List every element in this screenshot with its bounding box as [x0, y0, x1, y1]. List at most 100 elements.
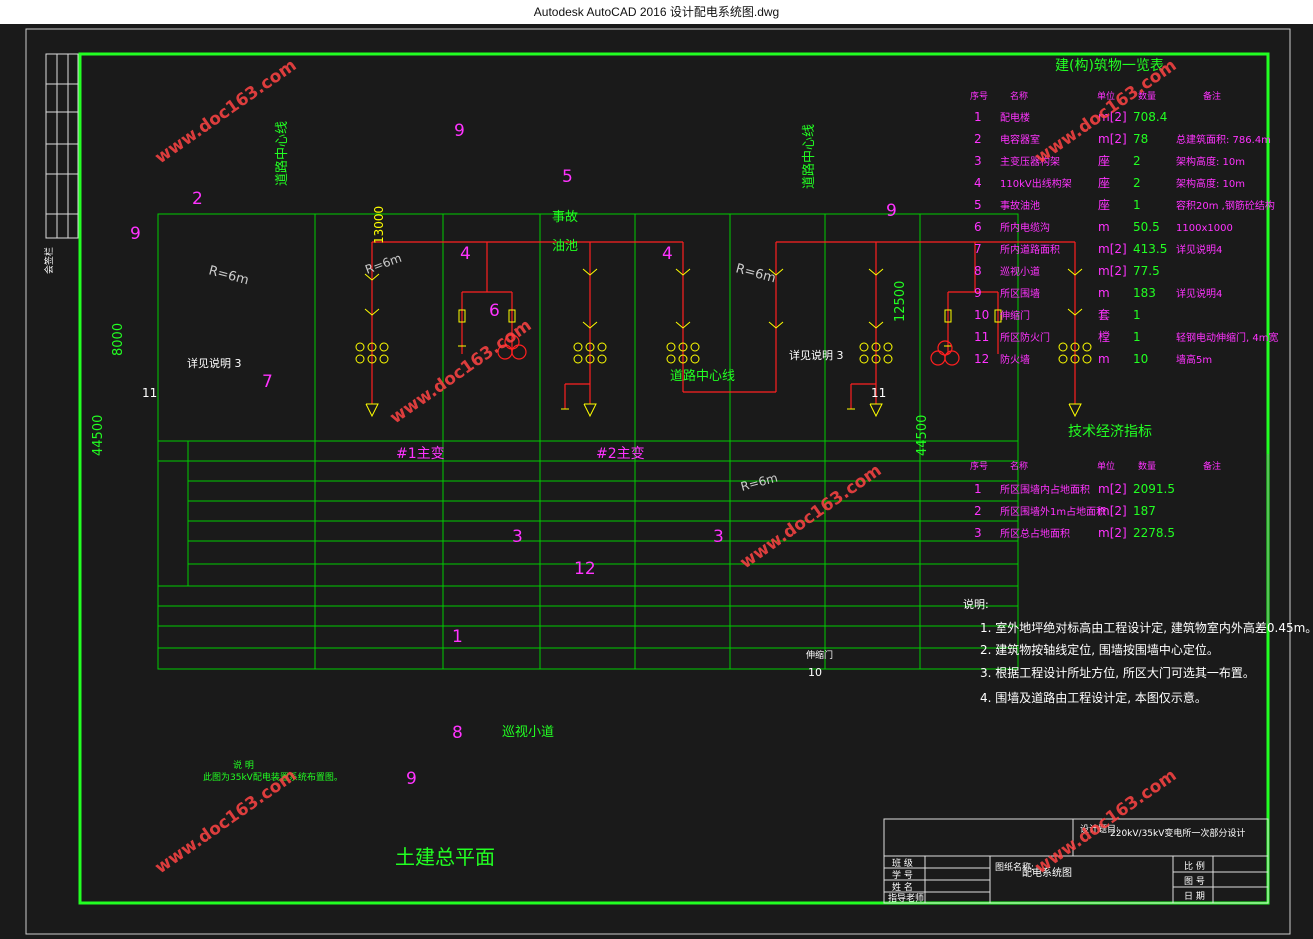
- switchgear-symbols: [355, 268, 1092, 418]
- buildings-cell: 11: [974, 330, 989, 344]
- radius-label-1: R=6m: [207, 263, 250, 288]
- tb-left-3: 指导老师: [888, 892, 924, 904]
- project-label: 设计题目:: [1080, 823, 1119, 835]
- num-7: 7: [262, 372, 273, 392]
- tech-cell: 3: [974, 526, 982, 540]
- buildings-cell: 座: [1098, 197, 1110, 212]
- tech-cell: 所区总占地面积: [1000, 527, 1070, 540]
- buildings-header-1: 名称: [1010, 90, 1028, 102]
- buildings-cell: 2: [1133, 154, 1141, 168]
- num-9b: 9: [130, 224, 141, 244]
- buildings-cell: m[2]: [1098, 132, 1127, 146]
- buildings-cell: 所区围墙: [1000, 287, 1040, 300]
- title-block: 设计题目: 220kV/35kV变电所一次部分设计 图纸名称: 配电系统图 班 …: [883, 818, 1269, 904]
- tb-left-1: 学 号: [892, 869, 913, 881]
- tech-cell: 2: [974, 504, 982, 518]
- accident-pool-label-2: 油池: [552, 239, 578, 254]
- buildings-cell: 110kV出线构架: [1000, 177, 1072, 190]
- buildings-cell: 1: [1133, 308, 1141, 322]
- transformer-2-label: #2主变: [596, 446, 645, 462]
- drawing-name: 配电系统图: [1022, 866, 1072, 879]
- drawing-label: 图纸名称:: [995, 861, 1034, 873]
- note-1: 1. 室外地坪绝对标高由工程设计定, 建筑物室内外高差0.45m。: [980, 620, 1313, 635]
- accident-pool-label-1: 事故: [552, 210, 578, 225]
- buildings-cell: 10: [1133, 352, 1148, 366]
- buildings-cell: 所区防火门: [1000, 331, 1050, 344]
- num-3a: 3: [512, 527, 523, 547]
- buildings-cell: 4: [974, 176, 982, 190]
- buildings-cell: 6: [974, 220, 982, 234]
- tech-table-title: 技术经济指标: [1068, 424, 1152, 440]
- buildings-cell: 77.5: [1133, 264, 1160, 278]
- window-title: Autodesk AutoCAD 2016 设计配电系统图.dwg: [533, 5, 780, 19]
- buildings-cell: 电容器室: [1000, 133, 1040, 146]
- buildings-cell: 50.5: [1133, 220, 1160, 234]
- buildings-header-2: 单位: [1097, 90, 1115, 102]
- radius-label-2: R=6m: [363, 251, 403, 277]
- tech-cell: 2278.5: [1133, 526, 1175, 540]
- num-8: 8: [452, 723, 463, 743]
- buildings-cell: 所内电缆沟: [1000, 221, 1050, 234]
- buildings-cell: 主变压器构架: [1000, 155, 1060, 168]
- buildings-cell: m: [1098, 352, 1110, 366]
- sign-strip-label: 会签栏: [43, 247, 55, 274]
- tech-header-3: 数量: [1138, 460, 1156, 472]
- tech-header-4: 备注: [1203, 460, 1221, 472]
- buildings-table-title: 建(构)筑物一览表: [1055, 58, 1164, 74]
- buildings-cell: 5: [974, 198, 982, 212]
- plan-grid: [157, 213, 1269, 670]
- num-10: 10: [808, 666, 822, 679]
- buildings-cell: 巡视小道: [1000, 265, 1040, 278]
- plan-title: 土建总平面: [395, 845, 495, 869]
- buildings-cell: m: [1098, 220, 1110, 234]
- tech-cell: 2091.5: [1133, 482, 1175, 496]
- buildings-cell: 总建筑面积: 786.4m: [1176, 133, 1271, 146]
- tech-cell: 所区围墙外1m占地面积: [1000, 505, 1106, 518]
- num-9c: 9: [886, 201, 897, 221]
- num-6: 6: [489, 301, 500, 321]
- tech-cell: m[2]: [1098, 504, 1127, 518]
- buildings-cell: 10: [974, 308, 989, 322]
- num-4b: 4: [662, 244, 673, 264]
- road-center-label-1: 道路中心线: [274, 121, 290, 186]
- dim-8000: 8000: [111, 323, 126, 356]
- buildings-cell: 伸缩门: [1000, 309, 1030, 322]
- buildings-cell: 墙高5m: [1176, 353, 1212, 366]
- patrol-path-label: 巡视小道: [502, 725, 554, 740]
- buildings-cell: m: [1098, 286, 1110, 300]
- window-title-bar: Autodesk AutoCAD 2016 设计配电系统图.dwg: [0, 0, 1313, 24]
- watermark-text: www.doc163.com: [386, 315, 535, 428]
- num-2: 2: [192, 189, 203, 209]
- num-3b: 3: [713, 527, 724, 547]
- buildings-cell: 413.5: [1133, 242, 1167, 256]
- note-2: 2. 建筑物按轴线定位, 围墙按围墙中心定位。: [980, 642, 1219, 657]
- note-3: 3. 根据工程设计所址方位, 所区大门可选其一布置。: [980, 665, 1255, 680]
- gate-label: 伸缩门: [806, 649, 833, 661]
- tb-right-1: 图 号: [1184, 876, 1205, 887]
- buildings-cell: 183: [1133, 286, 1156, 300]
- drawing-canvas[interactable]: 会签栏: [0, 24, 1313, 939]
- num-9a: 9: [454, 121, 465, 141]
- buildings-cell: 所内道路面积: [1000, 243, 1060, 256]
- buildings-cell: 樘: [1098, 330, 1110, 344]
- tech-cell: 所区围墙内占地面积: [1000, 483, 1090, 496]
- buildings-cell: 架构高度: 10m: [1176, 177, 1245, 190]
- road-center-label-2: 道路中心线: [801, 124, 817, 189]
- plan-note-text: 此图为35kV配电装置系统布置图。: [203, 771, 343, 783]
- buildings-cell: 3: [974, 154, 982, 168]
- buildings-cell: m[2]: [1098, 264, 1127, 278]
- tb-right-2: 日 期: [1184, 891, 1205, 902]
- tb-right-0: 比 例: [1184, 860, 1205, 872]
- buildings-cell: 座: [1098, 175, 1110, 190]
- buildings-cell: 详见说明4: [1176, 243, 1222, 256]
- tech-header-2: 单位: [1097, 460, 1115, 472]
- buildings-cell: 12: [974, 352, 989, 366]
- see-note-label-1: 详见说明 3: [187, 356, 242, 370]
- buildings-cell: 1: [1133, 330, 1141, 344]
- tech-header-0: 序号: [970, 460, 988, 472]
- plan-labels: 道路中心线 道路中心线 道路中心线 事故 油池 巡视小道 土建总平面 详见说明 …: [91, 121, 930, 869]
- buildings-cell: m[2]: [1098, 110, 1127, 124]
- cad-drawing[interactable]: 会签栏: [0, 24, 1313, 939]
